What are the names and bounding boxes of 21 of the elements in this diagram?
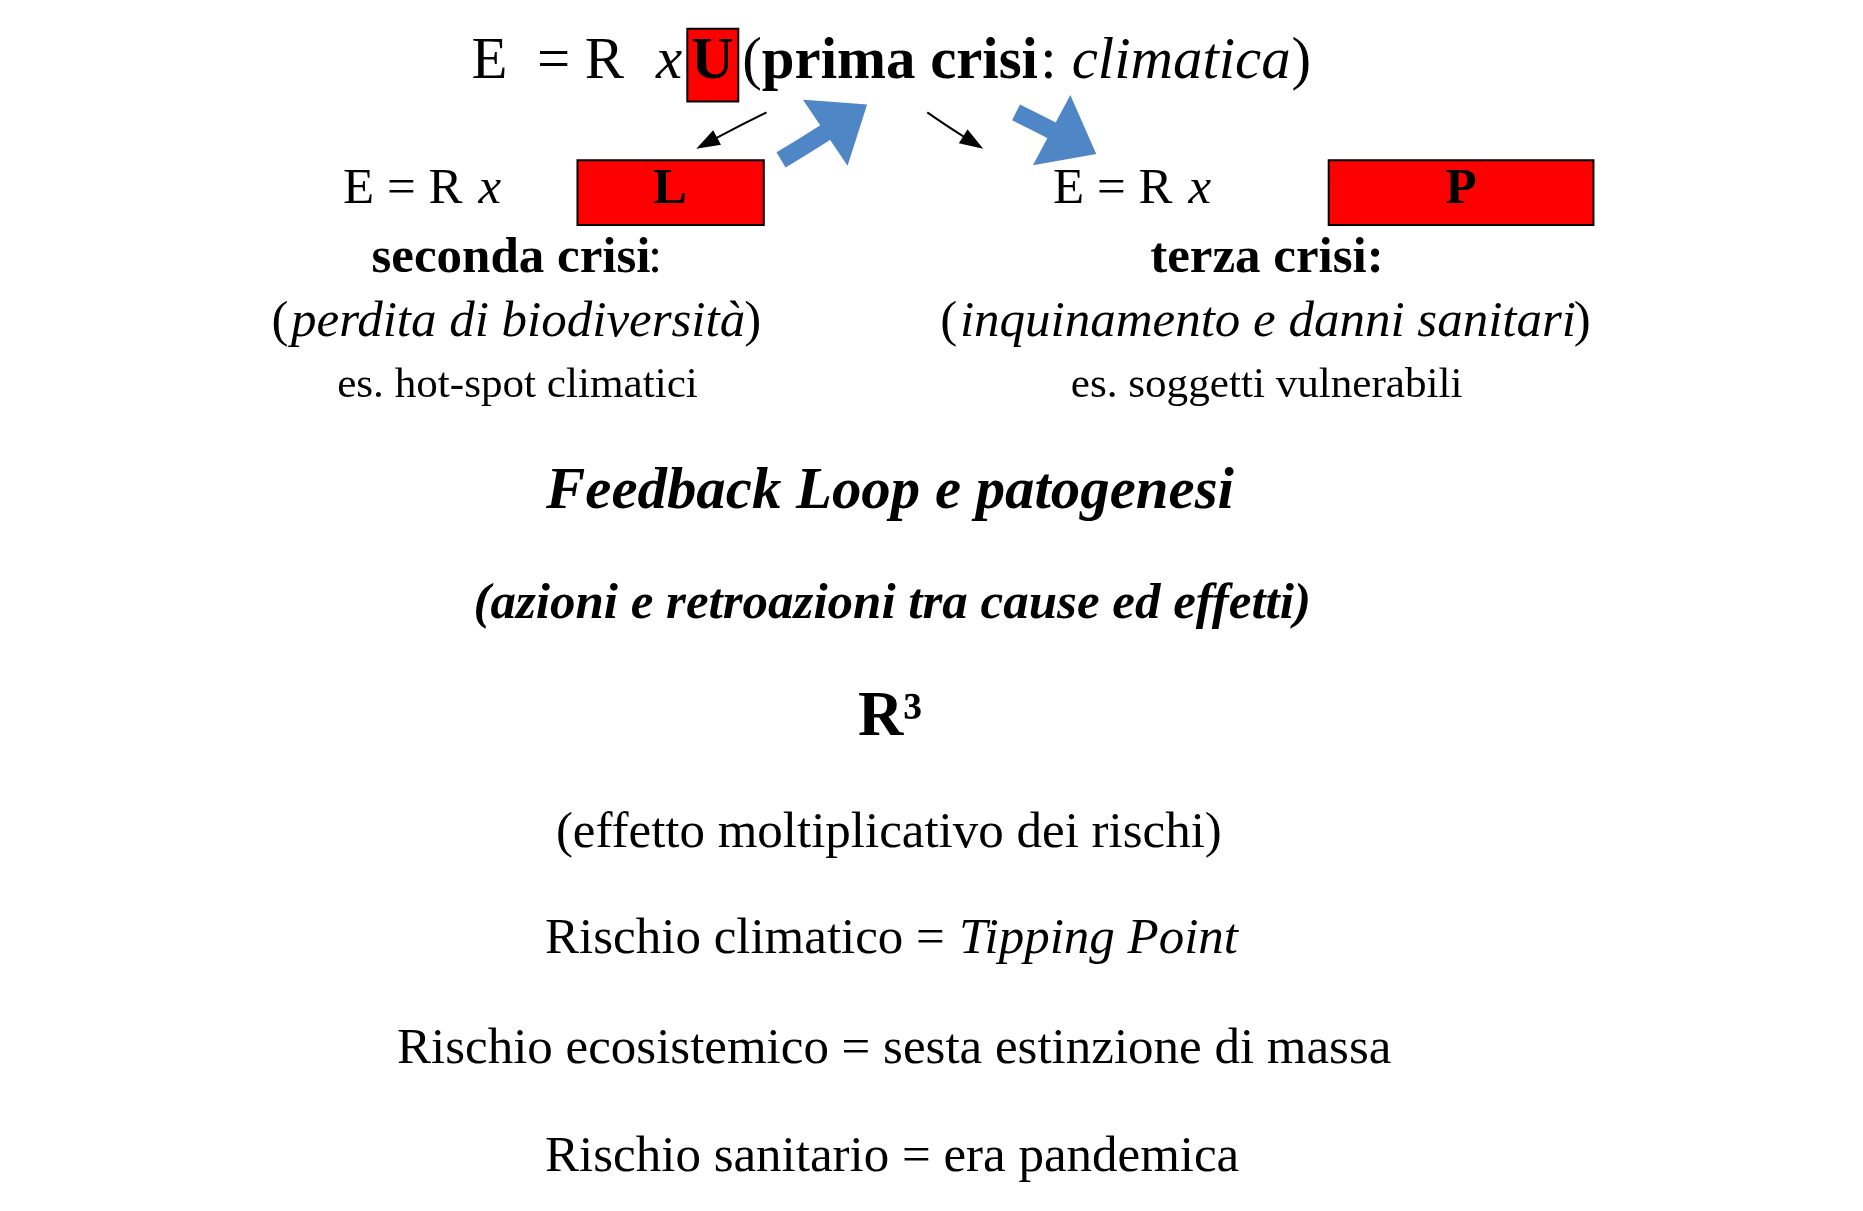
label: R³ xyxy=(857,679,923,750)
node-label: E = R x xyxy=(471,25,683,91)
arrow xyxy=(696,111,768,149)
node-label: E = R x xyxy=(343,158,502,215)
arrow xyxy=(776,99,868,168)
node-label: es. hot-spot climatici xyxy=(337,358,698,406)
label: Rischio sanitario = era pandemica xyxy=(545,1125,1240,1182)
node-label: E = R x xyxy=(1053,158,1212,215)
arrow xyxy=(1012,95,1097,166)
label: (effetto moltiplicativo dei rischi) xyxy=(555,802,1222,859)
node-label: terza crisi: xyxy=(1150,226,1384,283)
label: Feedback Loop e patogenesi xyxy=(546,456,1234,522)
label: (azioni e retroazioni tra cause ed effetti) xyxy=(473,572,1311,629)
label: Rischio climatico = Tipping Point xyxy=(545,908,1239,965)
node-label: (perdita di biodiversità) xyxy=(271,291,762,348)
node-label: seconda crisi: xyxy=(371,226,663,283)
node-label: (prima crisi: climatica) xyxy=(742,25,1312,91)
label: Rischio ecosistemico = sesta estinzione di massa xyxy=(397,1018,1392,1075)
node-label: es. soggetti vulnerabili xyxy=(1070,358,1463,406)
arrow xyxy=(926,111,984,149)
node-label: (inquinamento e danni sanitari) xyxy=(940,291,1591,348)
